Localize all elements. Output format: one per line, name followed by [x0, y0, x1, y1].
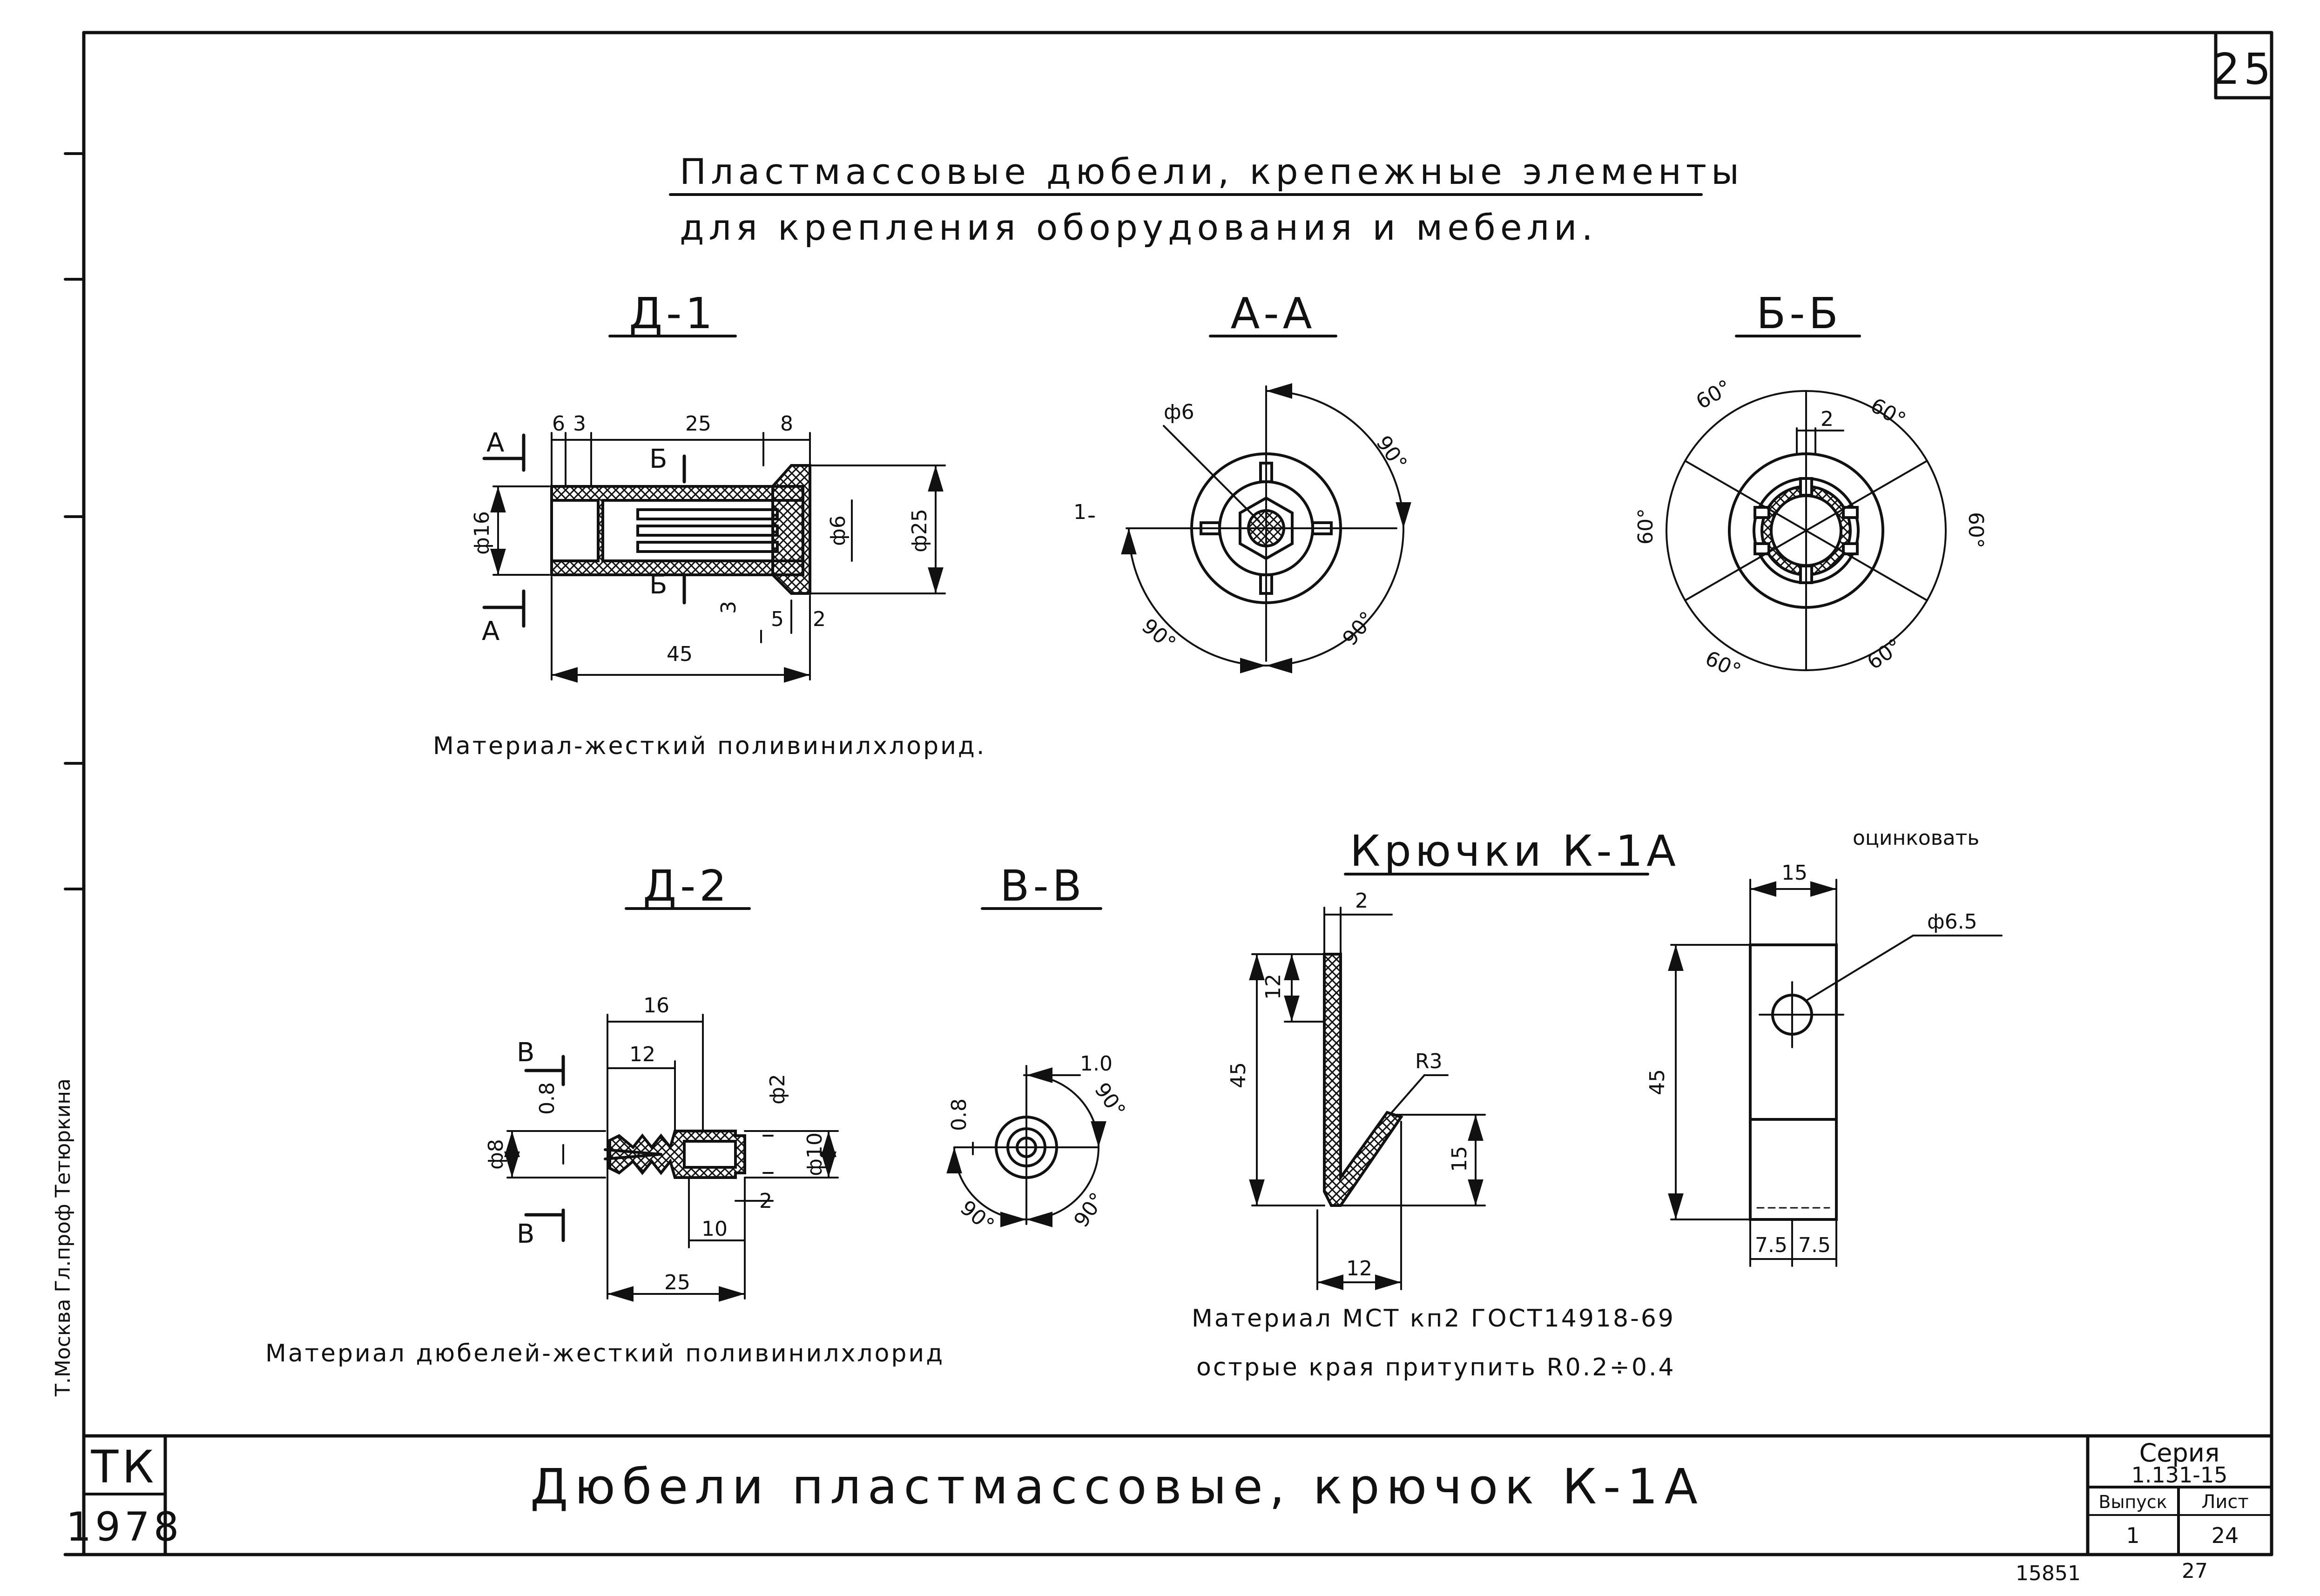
vv-dim-10: 1.0 [1080, 1052, 1113, 1076]
plate-dim-45: 45 [1646, 1069, 1669, 1095]
stamp-tk: ТК [91, 1441, 158, 1493]
plate-dim-phi65: ф6.5 [1927, 910, 1977, 934]
drawing-title-line1: Пластмассовые дюбели, крепежные элементы [680, 151, 1744, 192]
bottom-number-right: 27 [2182, 1559, 2208, 1583]
sheet-frame [63, 31, 2273, 1556]
section-aa: А-А ф6 1 90° 90° 90° [1073, 289, 1412, 673]
d2-dim-12: 12 [629, 1043, 655, 1066]
series-label: Серия [2139, 1438, 2220, 1468]
hook-dim-12v: 12 [1261, 974, 1285, 1000]
d2-dim-10: 10 [701, 1217, 728, 1241]
d1-dim-6: 6 [552, 412, 565, 436]
vv-angle-2: 90° [956, 1196, 999, 1237]
d2-cut-marks [524, 1055, 565, 1242]
bb-angle-2: 60° [1634, 508, 1658, 545]
aa-angle-2: 90° [1137, 614, 1180, 655]
d2-dim-phi2: ф2 [766, 1074, 789, 1104]
d1-label: Д-1 [629, 289, 716, 338]
stamp-year: 1978 [66, 1504, 183, 1550]
d2-label: Д-2 [643, 861, 730, 911]
d1-dim-phi16: ф16 [470, 511, 494, 555]
sheet-label: Лист [2201, 1491, 2248, 1513]
aa-dim-1: 1 [1073, 500, 1086, 524]
section-hook: Крючки К-1А оцинковать 2 12 45 R3 [1192, 826, 2003, 1381]
plate-dim-75b: 7.5 [1798, 1233, 1831, 1257]
hook-dim-45: 45 [1227, 1062, 1250, 1088]
d1-cut-marks [482, 433, 686, 628]
d1-cut-b-bottom: Б [649, 570, 667, 600]
d1-dim-phi6: ф6 [826, 515, 850, 546]
d2-dim-25: 25 [664, 1271, 690, 1294]
d2-dim-08: 0.8 [535, 1082, 559, 1115]
d1-cut-a-bottom: А [482, 616, 499, 646]
plate-dim-75a: 7.5 [1755, 1233, 1787, 1257]
d1-dim-45: 45 [667, 642, 693, 666]
issue-value: 1 [2126, 1523, 2139, 1548]
d1-dim-2: 2 [813, 607, 826, 631]
drawing-title-line2: для крепления оборудования и мебели. [680, 207, 1598, 248]
bb-angle-3: 60° [1964, 512, 1988, 548]
d2-cut-v-top: В [517, 1037, 534, 1068]
hook-dim-r3: R3 [1415, 1050, 1443, 1073]
margin-ticks [64, 152, 85, 890]
d2-dim-phi8: ф8 [484, 1139, 508, 1170]
d1-material: Материал-жесткий поливинилхлорид. [433, 732, 986, 760]
d1-dim-3: 3 [573, 412, 586, 436]
hook-label: Крючки К-1А [1350, 826, 1679, 876]
d1-dimensions [490, 432, 946, 683]
series-value: 1.131-15 [2131, 1462, 2228, 1488]
section-vv: В-В 1.0 0.8 90° 90° 90° [946, 861, 1130, 1238]
sheet-value: 24 [2212, 1523, 2239, 1548]
issue-label: Выпуск [2098, 1492, 2167, 1512]
d1-dim-phi25: ф25 [908, 509, 931, 552]
aa-angle-1: 90° [1371, 431, 1412, 475]
stamp-name: Дюбели пластмассовые, крючок К-1А [530, 1458, 1704, 1515]
d1-cut-b-top: Б [649, 444, 667, 474]
bb-dim-2: 2 [1821, 407, 1834, 431]
side-stamp: Т.Москва Гл.проф Тетюркина [51, 1078, 75, 1397]
d2-material: Материал дюбелей-жесткий поливинилхлорид [265, 1340, 944, 1367]
vv-label: В-В [1000, 861, 1085, 911]
section-d2: Д-2 16 [265, 861, 944, 1367]
d2-dim-2: 2 [759, 1189, 772, 1213]
bb-angle-1: 60° [1867, 393, 1910, 432]
section-bb: Б-Б 2 60° 60° 60° 60° 60° 60 [1634, 289, 1988, 683]
bb-angle-6: 60° [1692, 375, 1735, 414]
corner-number: 25 [2212, 44, 2274, 94]
bb-label: Б-Б [1756, 289, 1841, 338]
d1-body [550, 464, 811, 595]
title-block: ТК 1978 Дюбели пластмассовые, крючок К-1… [66, 1438, 2273, 1556]
d2-cut-v-bottom: В [517, 1219, 534, 1249]
aa-label: А-А [1230, 289, 1315, 338]
aa-phi6: ф6 [1164, 400, 1194, 424]
vv-dim-08: 0.8 [947, 1098, 971, 1131]
section-d1: Д-1 [433, 289, 986, 760]
d1-dim-25: 25 [685, 412, 711, 436]
d1-dim-8: 8 [780, 412, 793, 436]
bb-angle-5: 60° [1863, 634, 1906, 674]
d2-dim-phi10: ф10 [803, 1132, 827, 1176]
hook-edges-note: острые края притупить R0.2÷0.4 [1196, 1354, 1676, 1381]
d1-cut-a-top: А [486, 428, 504, 458]
zinc-note: оцинковать [1853, 826, 1979, 850]
bottom-number-left: 15851 [2016, 1562, 2081, 1585]
vv-angle-1: 90° [1090, 1078, 1130, 1122]
hook-dim-15: 15 [1448, 1146, 1471, 1172]
hook-dim-2: 2 [1355, 889, 1368, 913]
hook-material: Материал МСТ кп2 ГОСТ14918-69 [1192, 1305, 1675, 1333]
plate-dim-15: 15 [1781, 861, 1807, 885]
d1-dim-3b: 3 [717, 601, 741, 614]
vv-angle-3: 90° [1069, 1188, 1110, 1232]
hook-dim-12h: 12 [1346, 1257, 1372, 1280]
d1-dim-5: 5 [771, 607, 784, 631]
d2-dim-16: 16 [643, 994, 669, 1017]
